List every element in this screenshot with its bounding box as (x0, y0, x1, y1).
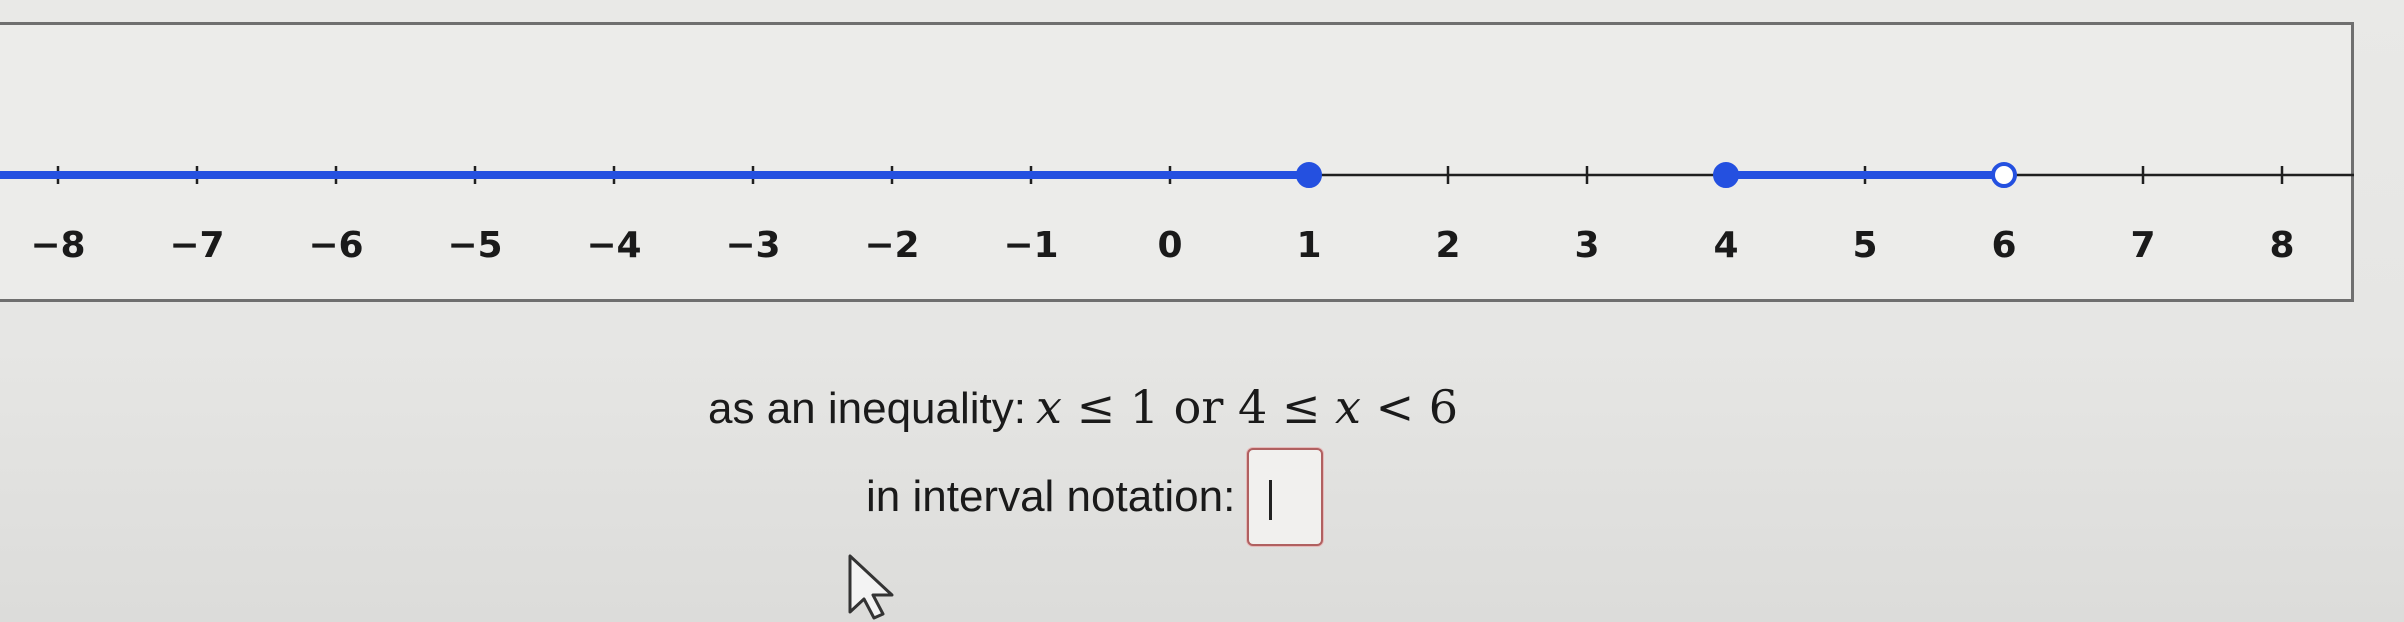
inequality-var-1: x (1036, 380, 1062, 434)
inequality-num-2: 4 (1237, 380, 1268, 434)
number-line[interactable]: −8 −7 −6 −5 −4 −3 −2 −1 0 1 2 3 4 5 6 7 8 (0, 25, 2354, 305)
tick-label: −1 (1003, 225, 1058, 266)
closed-endpoint[interactable] (1713, 162, 1739, 188)
interval-label: in interval notation: (866, 472, 1236, 521)
closed-endpoint[interactable] (1296, 162, 1322, 188)
interval-row: in interval notation: (866, 448, 1324, 546)
inequality-label: as an inequality: (708, 384, 1026, 433)
interval-notation-input[interactable] (1247, 448, 1324, 546)
inequality-num-1: 1 (1129, 380, 1160, 434)
tick-label: 0 (1157, 225, 1182, 266)
text-caret (1269, 480, 1273, 520)
tick-label: −7 (169, 225, 224, 266)
tick-label: 8 (2269, 225, 2294, 266)
tick-label: 5 (1852, 225, 1877, 266)
tick-label: −2 (864, 225, 919, 266)
tick-label: −3 (725, 225, 780, 266)
inequality-connector: or (1173, 380, 1224, 434)
tick-label: −5 (447, 225, 502, 266)
tick-label: 1 (1296, 225, 1321, 266)
tick-label: 2 (1435, 225, 1460, 266)
inequality-num-3: 6 (1428, 380, 1459, 434)
tick-label: −6 (308, 225, 363, 266)
tick-label: 4 (1713, 225, 1738, 266)
inequality-op-2: ≤ (1281, 380, 1321, 434)
tick-label: −4 (586, 225, 641, 266)
open-endpoint[interactable] (1991, 162, 2017, 188)
inequality-row: as an inequality: x ≤ 1 or 4 ≤ x < 6 (708, 380, 1458, 434)
inequality-expression: x ≤ 1 or 4 ≤ x < 6 (1036, 380, 1458, 434)
tick-label: −8 (30, 225, 85, 266)
inequality-op-1: ≤ (1076, 380, 1116, 434)
inequality-op-3: < (1375, 380, 1415, 434)
number-line-panel: −8 −7 −6 −5 −4 −3 −2 −1 0 1 2 3 4 5 6 7 8 (0, 22, 2354, 302)
tick-label: 7 (2130, 225, 2155, 266)
tick-label: 6 (1991, 225, 2016, 266)
tick-label: 3 (1574, 225, 1599, 266)
answer-area: as an inequality: x ≤ 1 or 4 ≤ x < 6 in … (0, 360, 2404, 622)
inequality-var-2: x (1335, 380, 1361, 434)
mouse-pointer-icon (848, 554, 894, 620)
